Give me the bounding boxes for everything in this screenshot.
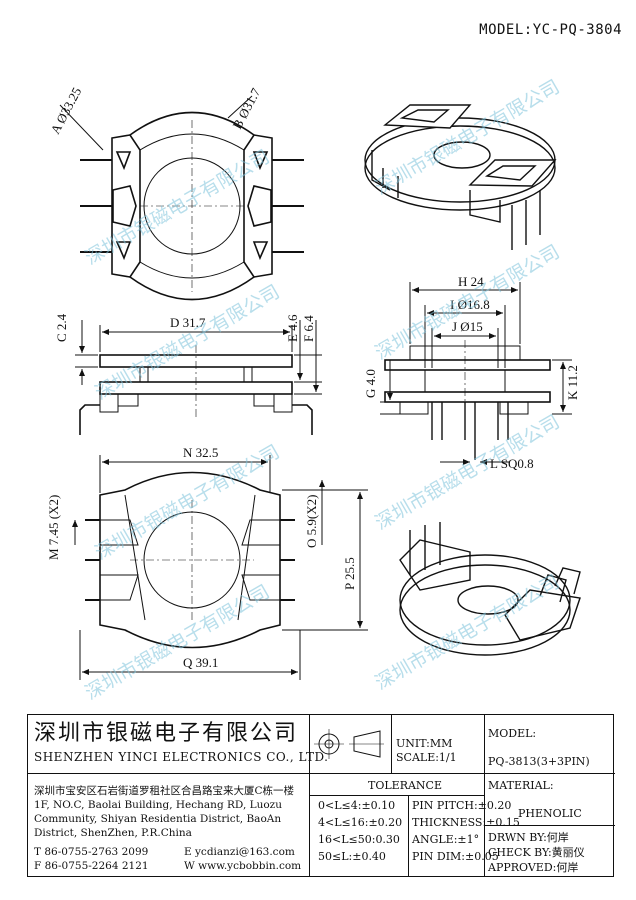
iso-view-bottom (399, 522, 581, 656)
email: E ycdianzi@163.com (184, 846, 295, 858)
dim-c: C 2.4 (54, 313, 69, 342)
dim-i: I Ø16.8 (450, 297, 490, 312)
dim-j: J Ø15 (452, 319, 483, 334)
dim-p: P 25.5 (342, 557, 357, 590)
dim-l: L SQ0.8 (490, 456, 534, 471)
fax: F 86-0755-2264 2121 (34, 860, 149, 872)
dim-n: N 32.5 (183, 445, 218, 460)
dim-q: Q 39.1 (183, 655, 218, 670)
company-name-cn: 深圳市银磁电子有限公司 (34, 721, 299, 746)
tolerance-title: TOLERANCE (368, 779, 442, 792)
approved-by: APPROVED:何岸 (488, 861, 579, 874)
bottom-view (72, 455, 368, 680)
model-value: PQ-3813(3+3PIN) (488, 755, 590, 768)
dim-o: O 5.9(X2) (304, 495, 319, 548)
scale: SCALE:1/1 (396, 751, 457, 764)
tolerance-list: 0<L≤4:±0.10 4<L≤16:±0.20 16<L≤50:0.30 50… (318, 799, 403, 863)
dim-a: A Ø33.25 (47, 85, 84, 137)
company-address: 深圳市宝安区石岩街道罗租社区合昌路宝来大厦C栋一楼 1F, NO.C, Baol… (34, 785, 295, 839)
unit: UNIT:MM (396, 737, 453, 750)
dim-h: H 24 (458, 274, 484, 289)
checked-by: CHECK BY:黄丽仪 (488, 846, 585, 859)
dim-k: K 11.2 (565, 365, 580, 400)
svg-text:深圳市银磁电子有限公司: 深圳市银磁电子有限公司 (82, 581, 274, 705)
dim-b: B Ø31.7 (229, 85, 263, 131)
projection-symbol-icon (314, 729, 384, 759)
iso-view-top (364, 104, 557, 250)
company-contact: T 86-0755-2763 2099 E ycdianzi@163.com F … (34, 845, 304, 873)
model-number: MODEL:YC-PQ-3804 (479, 22, 622, 38)
dim-f: F 6.4 (301, 315, 316, 342)
tel: T 86-0755-2763 2099 (34, 846, 149, 858)
title-block: 深圳市银磁电子有限公司 SHENZHEN YINCI ELECTRONICS C… (27, 714, 615, 877)
dim-m: M 7.45 (X2) (46, 495, 61, 560)
company-name-en: SHENZHEN YINCI ELECTRONICS CO., LTD. (34, 750, 329, 764)
front-view (380, 282, 572, 465)
technical-drawing: A Ø33.25 B Ø31.7 (46, 76, 581, 705)
side-view (75, 320, 322, 435)
drawn-by: DRWN BY:何岸 (488, 831, 569, 844)
material-label: MATERIAL: (488, 779, 554, 792)
dim-d: D 31.7 (170, 315, 206, 330)
model-label: MODEL: (488, 727, 537, 740)
dim-g: G 4.0 (363, 369, 378, 398)
dim-e: E 4.6 (285, 314, 300, 342)
pin-spec-list: PIN PITCH:±0.20 THICKNESS:±0.15 ANGLE:±1… (412, 799, 520, 863)
svg-text:深圳市银磁电子有限公司: 深圳市银磁电子有限公司 (372, 411, 564, 535)
material-value: PHENOLIC (518, 807, 582, 820)
top-view (59, 95, 304, 301)
website: W www.ycbobbin.com (184, 860, 302, 872)
